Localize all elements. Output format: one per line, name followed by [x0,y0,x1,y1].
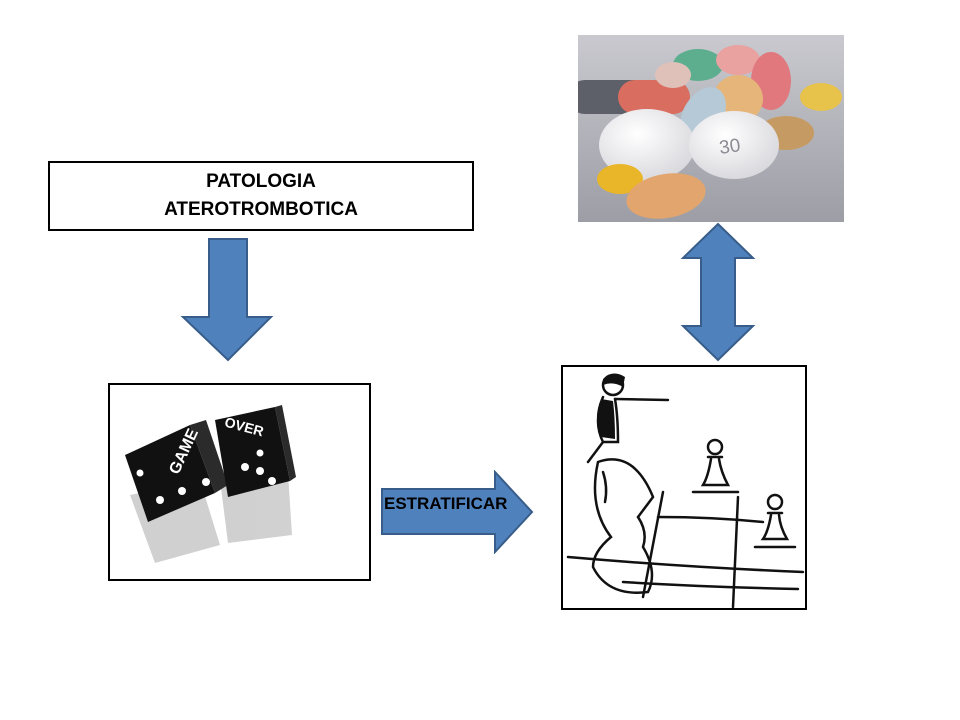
tablet-text: 30 [718,135,742,159]
dice-image: GAME OVER [108,383,371,581]
pathology-line-2: ATEROTROMBOTICA [164,199,358,220]
stratify-label: ESTRATIFICAR [384,494,508,513]
right-arrow [381,470,534,554]
pathology-line-1: PATOLOGIA [206,171,316,192]
chess-image [561,365,807,610]
pathology-box: PATOLOGIA ATEROTROMBOTICA [48,161,474,231]
down-arrow [180,238,274,362]
double-arrow [680,222,756,362]
pills-image: 30 [578,35,844,222]
